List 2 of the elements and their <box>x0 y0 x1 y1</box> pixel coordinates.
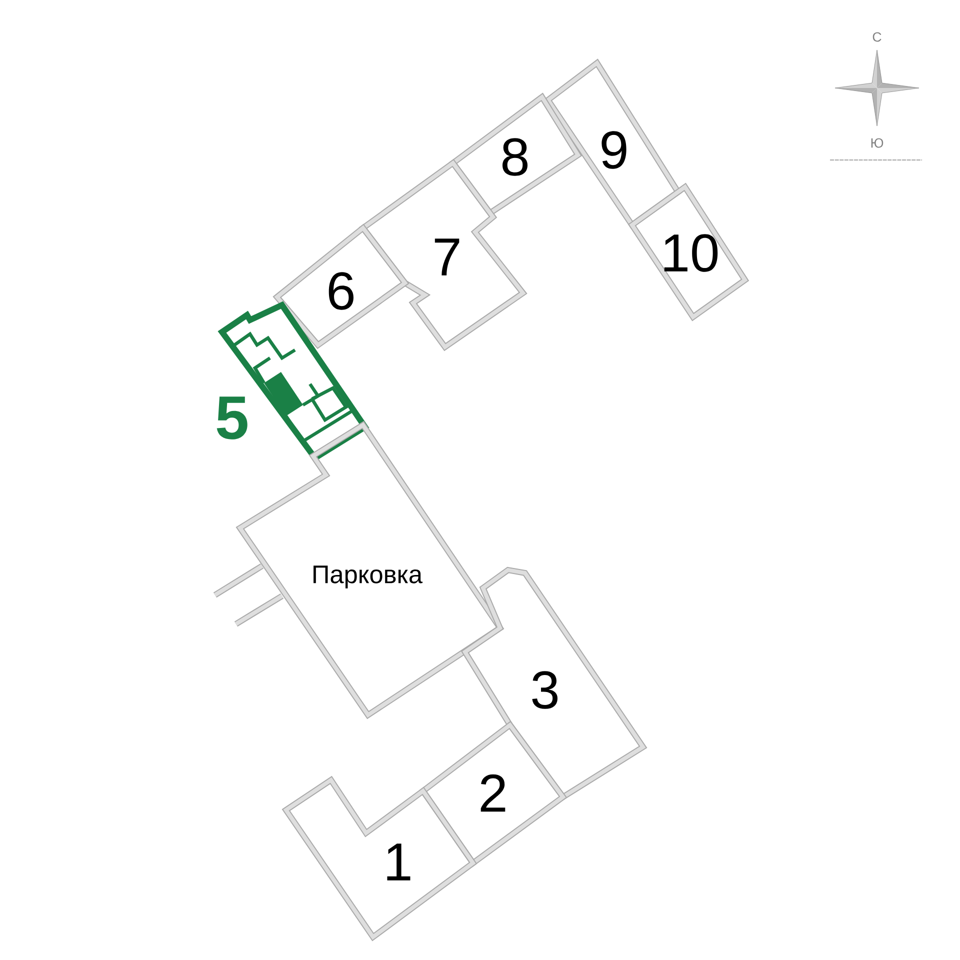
compass-letter: С <box>872 32 882 42</box>
compass-letter: Ю <box>871 138 884 148</box>
